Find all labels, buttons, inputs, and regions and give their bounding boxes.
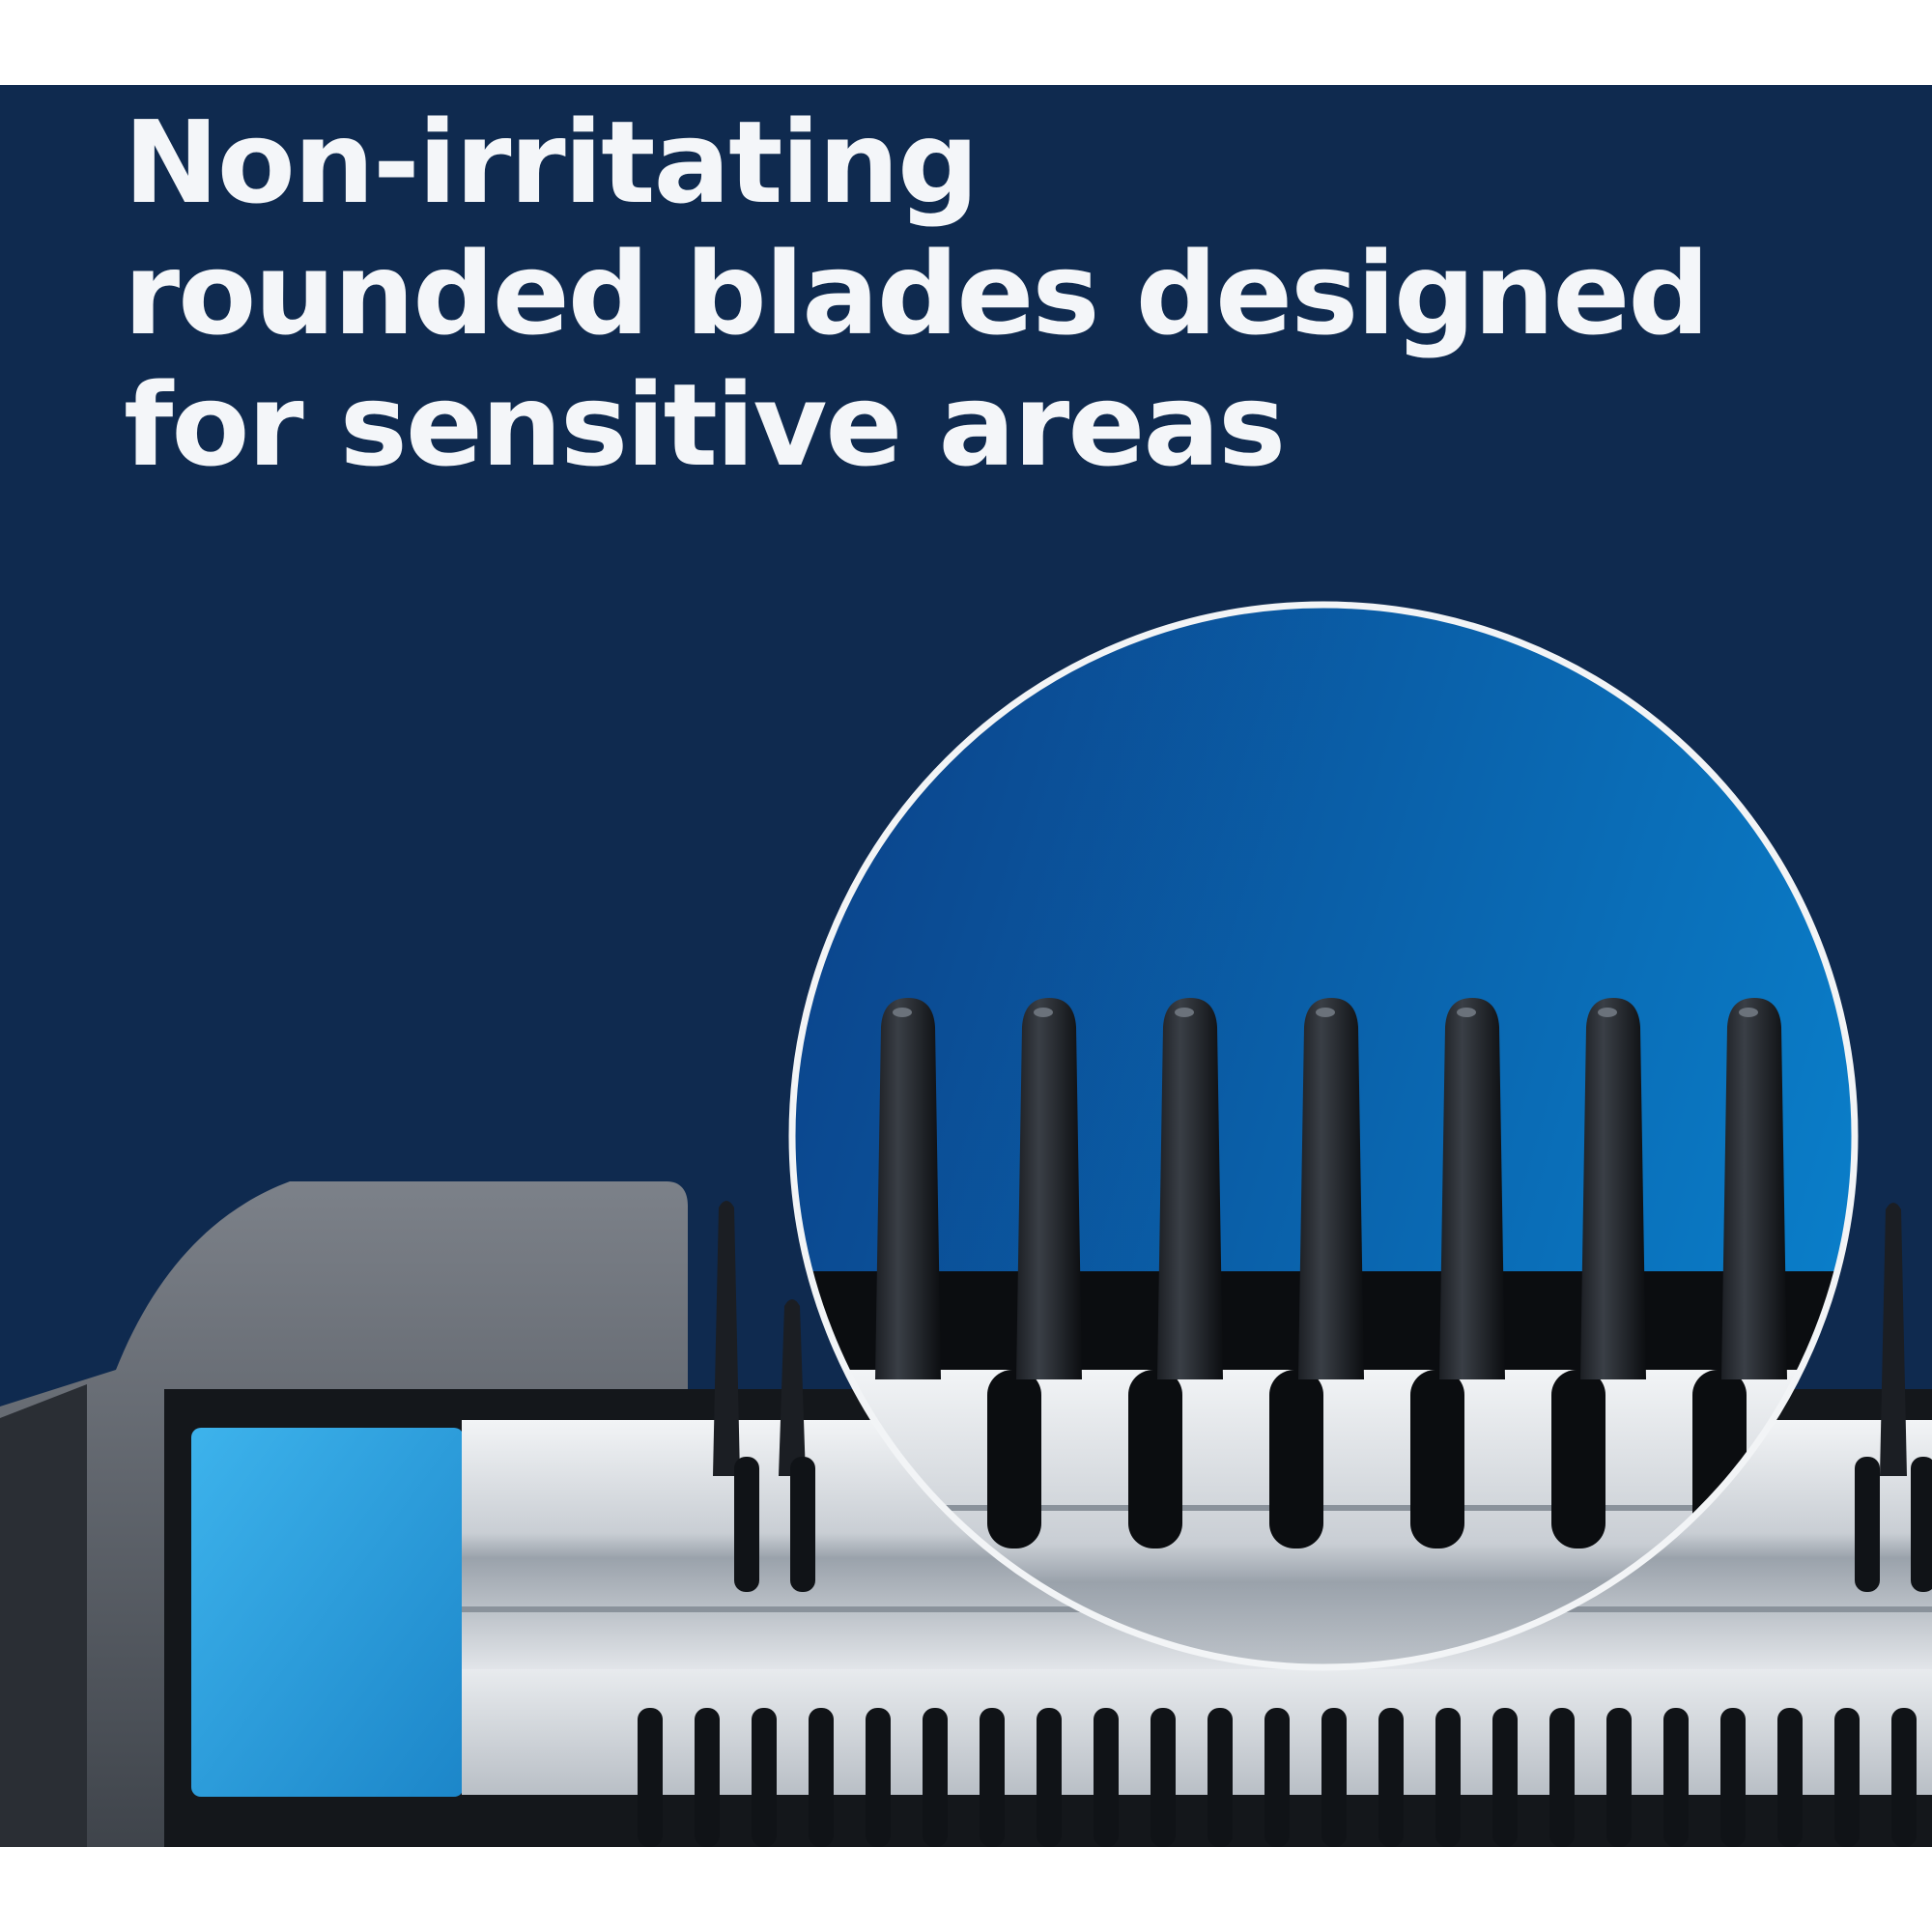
blade-gap xyxy=(752,1708,777,1847)
tooth-highlight xyxy=(1739,1008,1758,1017)
blade-gap xyxy=(923,1708,948,1847)
blade-gap xyxy=(1094,1708,1119,1847)
blade-gap xyxy=(1549,1708,1575,1847)
magnifier-lens-icon xyxy=(788,601,1859,1671)
rounded-tooth xyxy=(1439,998,1505,1379)
blade-gap xyxy=(1208,1708,1233,1847)
tooth-highlight xyxy=(1034,1008,1053,1017)
blade-gap xyxy=(1264,1708,1290,1847)
headline: Non-irritating rounded blades designed f… xyxy=(124,96,1710,492)
tooth-highlight xyxy=(893,1008,912,1017)
tooth-highlight xyxy=(1457,1008,1476,1017)
blade-gap xyxy=(1151,1708,1176,1847)
blade-gap xyxy=(1777,1708,1803,1847)
tooth-highlight xyxy=(1598,1008,1617,1017)
blade-gap xyxy=(1720,1708,1746,1847)
blade-gap xyxy=(734,1457,759,1592)
rounded-tooth xyxy=(1298,998,1364,1379)
blade-gap xyxy=(790,1457,815,1592)
blade-gap xyxy=(1037,1708,1062,1847)
small-tooth xyxy=(1880,1203,1907,1476)
blade-gap xyxy=(1855,1457,1880,1592)
magnified-gap xyxy=(987,1370,1041,1548)
blade-gap xyxy=(1663,1708,1689,1847)
rounded-tooth xyxy=(1721,998,1787,1379)
blade-gap xyxy=(1492,1708,1518,1847)
blade-gap xyxy=(1321,1708,1347,1847)
headline-line-1: Non-irritating xyxy=(124,96,979,229)
rounded-tooth xyxy=(1157,998,1223,1379)
blade-gap xyxy=(695,1708,720,1847)
upper-blade-teeth xyxy=(713,1201,1932,1592)
blade-gap xyxy=(1891,1708,1917,1847)
blade-gap xyxy=(866,1708,891,1847)
blue-tab xyxy=(191,1428,464,1797)
magnified-gap xyxy=(1128,1370,1182,1548)
blade-gap xyxy=(980,1708,1005,1847)
blade-gap xyxy=(1378,1708,1404,1847)
blade-gap xyxy=(1606,1708,1632,1847)
blade-gap xyxy=(1435,1708,1461,1847)
trimmer-blade-illustration xyxy=(0,601,1932,1847)
rounded-tooth xyxy=(875,998,941,1379)
small-tooth xyxy=(779,1299,806,1476)
feature-banner: Non-irritating rounded blades designed f… xyxy=(0,85,1932,1847)
rounded-tooth xyxy=(1016,998,1082,1379)
headline-line-2: rounded blades designed xyxy=(124,227,1710,360)
small-tooth xyxy=(713,1201,740,1476)
blade-gap xyxy=(1911,1457,1932,1592)
magnified-gap xyxy=(1551,1370,1605,1548)
lower-blade-teeth xyxy=(638,1708,1917,1847)
magnified-gap xyxy=(1410,1370,1464,1548)
rounded-tooth xyxy=(1580,998,1646,1379)
headline-line-3: for sensitive areas xyxy=(124,358,1286,492)
blade-gap xyxy=(809,1708,834,1847)
magnified-gap xyxy=(1269,1370,1323,1548)
blade-gap xyxy=(638,1708,663,1847)
blade-gap xyxy=(1834,1708,1860,1847)
tooth-highlight xyxy=(1316,1008,1335,1017)
tooth-highlight xyxy=(1175,1008,1194,1017)
